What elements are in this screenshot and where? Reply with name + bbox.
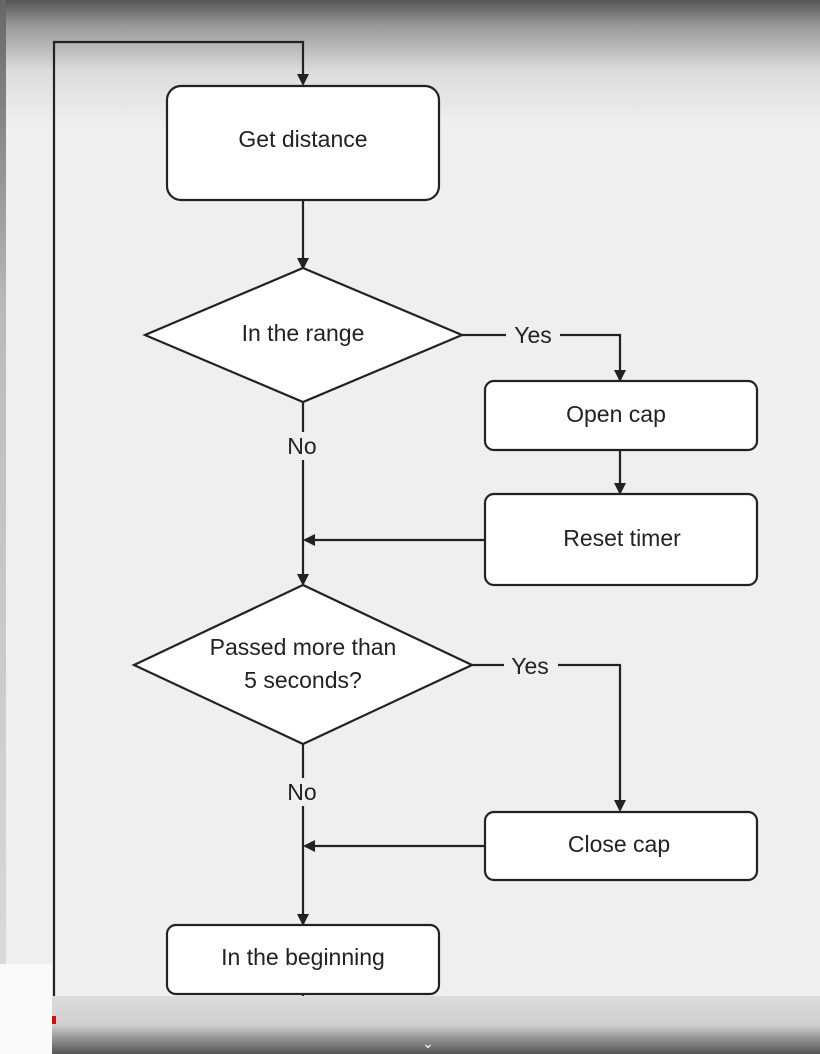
node-in-range — [142, 266, 465, 404]
label-in-range: In the range — [242, 320, 365, 346]
label-passed-5s-line1: Passed more than — [210, 634, 397, 660]
node-passed-5-seconds — [131, 583, 475, 746]
connector-passed-yes-to-close-cap — [472, 663, 626, 812]
label-passed-5s-line2: 5 seconds? — [244, 667, 362, 693]
label-reset-timer: Reset timer — [563, 525, 681, 551]
node-get-distance — [165, 84, 441, 202]
progress-indicator[interactable] — [52, 1016, 56, 1024]
node-reset-timer — [483, 492, 759, 587]
label-get-distance: Get distance — [238, 126, 367, 152]
edge-label-range-no: No — [287, 433, 316, 459]
label-in-the-beginning: In the beginning — [221, 944, 385, 970]
edge-label-passed-yes: Yes — [511, 653, 549, 679]
chevron-down-icon[interactable]: ⌄ — [422, 1035, 434, 1051]
node-close-cap — [483, 810, 759, 882]
label-close-cap: Close cap — [568, 831, 670, 857]
label-open-cap: Open cap — [566, 401, 666, 427]
left-edge-shadow — [0, 0, 6, 1054]
video-control-bar[interactable] — [52, 996, 820, 1054]
node-in-the-beginning — [165, 923, 441, 996]
node-open-cap — [483, 379, 759, 452]
edge-label-range-yes: Yes — [514, 322, 552, 348]
edge-label-passed-no: No — [287, 779, 316, 805]
bottom-left-panel — [0, 964, 52, 1054]
